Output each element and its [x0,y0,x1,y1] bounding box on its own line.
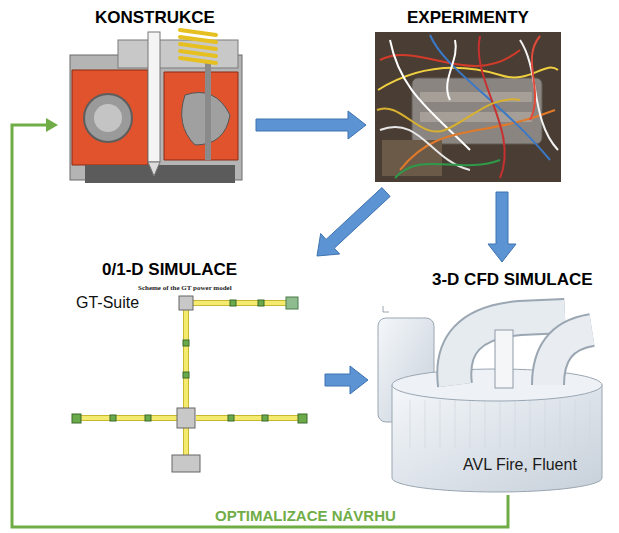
gt-suite-scheme-part-part [184,428,188,455]
cfd-mesh-illustration-part-part [590,400,591,448]
feedback-loop [12,118,508,527]
engine-photo-illustration-part-part [447,40,456,100]
engine-photo-illustration-part-part [520,40,558,150]
cfd-mesh-illustration-part-part [575,400,576,448]
cfd-mesh-illustration-part-part [383,312,389,313]
flow-arrow [488,192,516,262]
cfd-mesh-illustration-part-part [515,400,516,448]
gt-suite-scheme-part-part [183,310,189,408]
cylinder-head-illustration-part [180,30,216,63]
cfd-mesh-illustration-part [548,330,592,385]
gt-suite-scheme-part [230,300,236,306]
cylinder-head-illustration-part [148,162,160,176]
panel-heading: 0/1-D SIMULACE [102,260,237,280]
gt-suite-scheme-part-part [196,415,298,421]
cfd-mesh-illustration-part [495,330,513,388]
cfd-mesh-illustration-part-part [560,400,561,448]
gt-suite-scheme-part [262,415,268,421]
cfd-mesh-illustration-part-part [470,400,471,448]
cfd-panel: 3-D CFD SIMULACE AVL Fire, Fluent [372,268,612,493]
engine-photo-illustration-part [375,32,561,182]
cylinder-head-illustration-part-part [180,51,216,56]
gt-suite-scheme-part-part [80,415,178,421]
gt-suite-scheme-part [172,455,200,472]
feedback-line [12,125,508,527]
cylinder-head-illustration-part-part [180,37,216,42]
arrow-head [46,118,58,132]
gt-suite-scheme-part [286,297,298,309]
cfd-mesh-illustration-part-part [410,400,411,448]
gt-suite-scheme-part-part [196,416,298,420]
gt-suite-scheme-part-part [192,300,286,306]
panel-heading: KONSTRUKCE [95,8,215,28]
cfd-mesh-illustration-part-part [455,400,456,448]
simulation-1d-panel: 0/1-D SIMULACE GT-Suite Scheme of the GT p… [68,258,323,483]
cfd-mesh-illustration-part-part [530,400,531,448]
cylinder-head-illustration-part [148,32,160,162]
gt-suite-scheme-part [298,414,307,423]
software-label: GT-Suite [76,294,139,312]
engine-photo-illustration-part [420,92,532,102]
design-panel: KONSTRUKCE [60,8,250,188]
gt-suite-scheme-part [145,415,151,421]
cylinder-head-illustration-part [164,72,238,160]
gt-suite-scheme-part [258,300,264,306]
gt-suite-scheme-part-part [192,301,286,305]
gt-suite-scheme-part-part [183,428,189,455]
engine-photo-illustration-part-part [530,36,540,120]
gt-suite-scheme-part-part [184,310,188,408]
flow-arrow [256,111,366,139]
cfd-mesh-illustration-part-part [545,400,546,448]
cfd-mesh-illustration-part [410,400,590,448]
cylinder-head-illustration-part-part [180,30,216,35]
cylinder-head-illustration-part [205,60,211,160]
cfd-mesh-illustration [378,306,602,492]
gt-suite-scheme-part [183,340,189,346]
gt-suite-scheme-part [72,414,81,423]
cfd-mesh-illustration-part-part [485,400,486,448]
gt-suite-scheme-part-part [80,416,178,420]
gt-suite-scheme-part [110,415,116,421]
cylinder-head-illustration-part-part [180,58,216,63]
gt-suite-scheme-part [183,372,189,378]
cfd-mesh-illustration-part-part [383,306,384,312]
gt-suite-scheme-part [80,303,298,455]
cylinder-head-illustration-part [118,40,238,68]
gt-suite-scheme [72,296,307,472]
experiment-panel: EXPERIMENTY [372,8,564,186]
cylinder-head-illustration [70,30,242,183]
cylinder-head-illustration-part [72,70,148,165]
panel-heading: 3-D CFD SIMULACE [432,270,593,290]
gt-suite-scheme-part [80,303,298,455]
cylinder-head-illustration-part-part [180,44,216,49]
scheme-title: Scheme of the GT power model [138,284,232,292]
gt-suite-scheme-part [177,408,195,428]
gt-suite-scheme-part [179,296,193,310]
cfd-mesh-illustration-part [383,306,389,312]
cfd-mesh-illustration-part-part [440,400,441,448]
cfd-mesh-illustration-part-part [425,400,426,448]
engine-photo-illustration-part-part [479,36,505,178]
flow-arrow [325,366,368,394]
gt-suite-scheme-part [228,415,234,421]
engine-photo-illustration-part-part [377,99,520,131]
flow-arrow [317,188,390,256]
cfd-mesh-illustration-part-part [500,400,501,448]
edge-label: OPTIMALIZACE NÁVRHU [211,507,400,524]
cylinder-head-illustration-part [85,165,235,183]
software-label: AVL Fire, Fluent [463,456,577,474]
cfd-mesh-illustration-part [548,330,592,385]
cylinder-head-illustration-part [94,104,122,132]
engine-photo-illustration-part-part [395,160,500,178]
cylinder-head-illustration-part [84,94,132,142]
engine-photo-illustration-part [377,35,558,178]
engine-photo-illustration [375,32,561,182]
panel-heading: EXPERIMENTY [407,8,529,28]
